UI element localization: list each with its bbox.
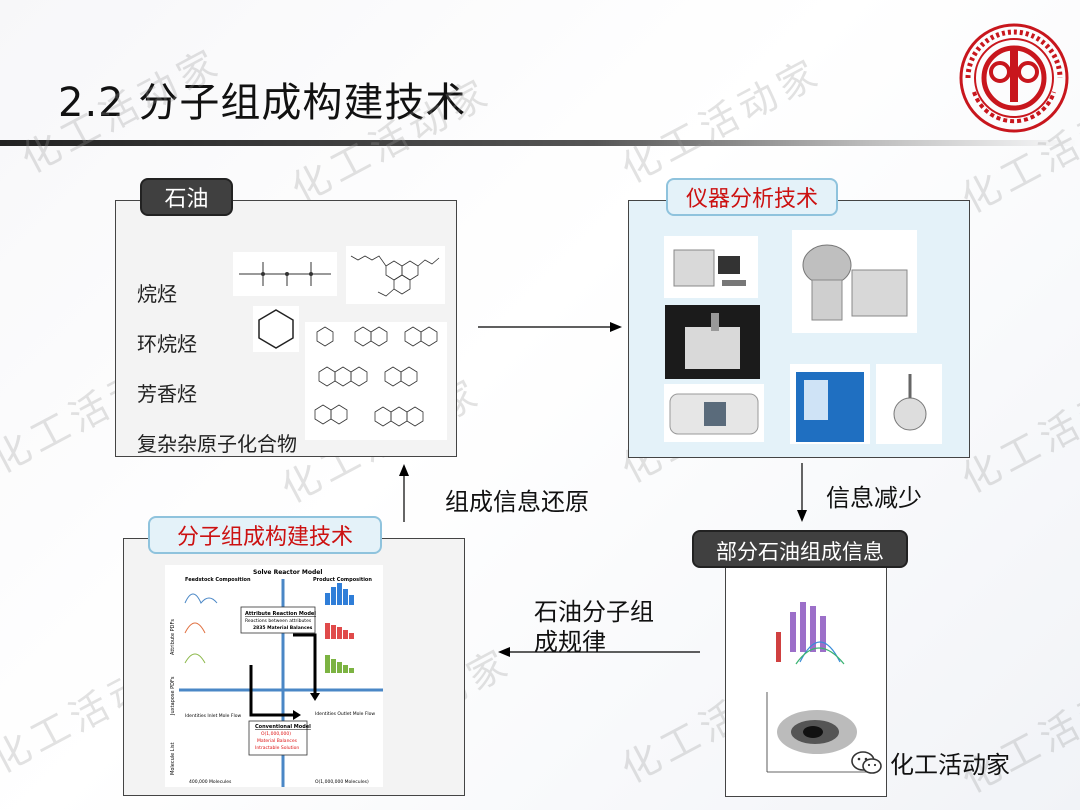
- product-bars-green: [325, 655, 354, 673]
- y-attribute-label: Attribute PDFs: [170, 619, 176, 655]
- petroleum-label: 石油: [140, 178, 233, 216]
- attr-model-sub1: Reactions between attributes: [245, 618, 312, 624]
- arrow-right-head: [610, 322, 622, 332]
- spectrometer-image: [664, 384, 764, 442]
- aromatic-structures-image: [305, 322, 447, 440]
- instruments-label: 仪器分析技术: [666, 178, 838, 216]
- product-bars-red: [325, 623, 354, 639]
- analyzer-image: [665, 305, 760, 379]
- pattern-text-line1: 石油分子组: [534, 598, 654, 626]
- watermark: 化工活动家: [954, 659, 1080, 802]
- conv-model-sub1: O(1,000,000): [261, 731, 291, 737]
- mass-spectrometer-image: [792, 230, 917, 333]
- info-restore-text: 组成信息还原: [445, 488, 589, 516]
- cyclohexane-image: [253, 306, 299, 352]
- product-bars-blue: [325, 583, 354, 605]
- figure-title: Solve Reactor Model: [253, 569, 322, 576]
- category-aromatic: 芳香烃: [137, 382, 197, 406]
- y-juxtapose-label: Juxtapose PDFs: [170, 676, 176, 716]
- arrow-up-head: [399, 464, 409, 476]
- title-underline: [0, 140, 1080, 146]
- attr-model-title: Attribute Reaction Model: [245, 611, 316, 617]
- gas-chromatograph-image: [664, 236, 758, 298]
- category-heteroatom: 复杂杂原子化合物: [137, 432, 297, 456]
- molecule-count-in: 400,000 Molecules: [189, 779, 232, 785]
- attr-model-sub2: 2835 Material Balances: [253, 625, 313, 631]
- product-label: Product Composition: [313, 577, 372, 583]
- reactor-model-figure: Solve Reactor Model Feedstock Compositio…: [165, 565, 383, 787]
- brand-footer: 化工活动家: [850, 745, 1010, 780]
- arrow-left-head: [498, 647, 510, 657]
- complex-molecule-image: [346, 246, 445, 304]
- watermark: 化工活动家: [614, 49, 830, 192]
- conv-model-sub2: Material Balances: [257, 738, 298, 744]
- wechat-icon: [851, 750, 882, 774]
- category-alkane: 烷烃: [137, 282, 177, 306]
- alkane-structure-image: [233, 252, 337, 296]
- brand-name: 化工活动家: [890, 751, 1010, 779]
- conv-model-title: Conventional Model: [255, 724, 311, 730]
- conv-model-sub3: Intractable Solution: [255, 745, 299, 751]
- university-logo: [959, 23, 1069, 133]
- scatter-image: [757, 688, 875, 780]
- rotary-evaporator-image: [876, 364, 942, 444]
- feedstock-label: Feedstock Composition: [185, 577, 251, 583]
- page-title: 2.2 分子组成构建技术: [58, 80, 467, 126]
- distribution-chart-image: [760, 582, 860, 678]
- category-cycloalkane: 环烷烃: [137, 332, 197, 356]
- molecular-label: 分子组成构建技术: [148, 516, 382, 554]
- identities-out-label: Identities Outlet Mole Flow: [315, 711, 375, 717]
- molecule-count-out: O(1,000,000 Molecules): [315, 779, 369, 785]
- distillation-apparatus-image: [790, 364, 870, 444]
- partial-info-label: 部分石油组成信息: [692, 530, 908, 568]
- info-reduce-text: 信息减少: [826, 484, 922, 512]
- identities-in-label: Identities Inlet Mole Flow: [185, 713, 241, 719]
- pattern-text-line2: 成规律: [534, 628, 606, 656]
- y-molecule-label: Molecule List: [170, 742, 176, 775]
- arrow-down-head: [797, 510, 807, 522]
